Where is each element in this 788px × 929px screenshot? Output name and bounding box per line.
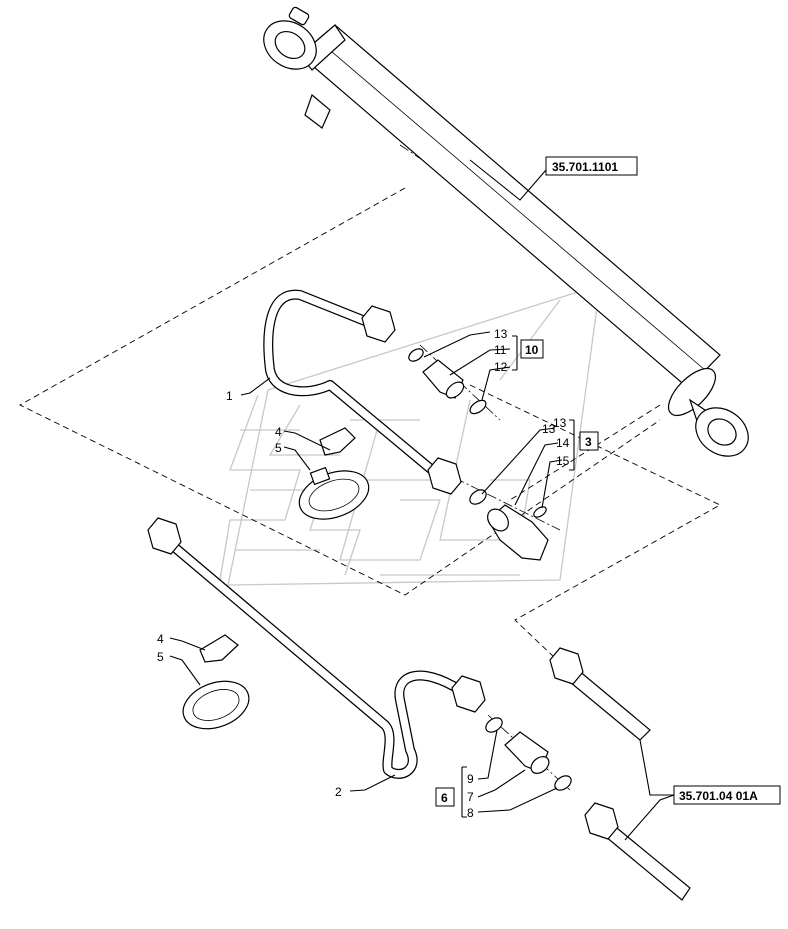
guide-lines [19, 144, 721, 791]
o-ring-13-upper [408, 348, 424, 362]
reference-cylinder: 35.701.1101 [552, 160, 618, 174]
reference-boxes: 35.701.1101 35.701.04 01A [545, 156, 781, 805]
callout-8: 8 [467, 806, 474, 820]
group-boxes: 10 3 6 [435, 339, 599, 807]
o-ring-15 [533, 506, 547, 518]
callout-13-upper: 13 [494, 327, 508, 341]
clamp-pad-4-upper [319, 427, 356, 456]
callout-14: 14 [556, 436, 570, 450]
callout-12: 12 [494, 360, 508, 374]
clamp-pad-4-lower [199, 634, 239, 663]
callout-5-upper: 5 [275, 441, 282, 455]
hose-1 [263, 289, 462, 495]
callout-7: 7 [467, 790, 474, 804]
hydraulic-cylinder [263, 6, 749, 457]
rod-nut-upper [549, 647, 584, 685]
callout-2: 2 [335, 785, 342, 799]
hose-1-nut-upper [361, 305, 396, 343]
o-ring-12 [469, 399, 487, 415]
pipe-2-nut-left [147, 517, 182, 555]
o-ring-9 [485, 717, 503, 733]
group-box-10: 10 [525, 343, 539, 357]
dashed-connector-1 [509, 404, 661, 501]
group-box-3: 3 [585, 435, 592, 449]
callout-4-upper: 4 [275, 425, 282, 439]
callout-5-lower: 5 [157, 650, 164, 664]
hose-1-nut-lower [427, 457, 462, 495]
reference-rod: 35.701.04 01A [679, 789, 758, 803]
pipe-2-nut-right [451, 675, 486, 713]
callout-4-lower: 4 [157, 632, 164, 646]
callout-13-lower: 13 [553, 416, 567, 430]
clamp-lower [182, 634, 250, 730]
pipe-2 [147, 517, 486, 779]
clamp-upper [298, 427, 370, 520]
rod-nut-lower [584, 802, 619, 840]
fitting-group-6 [485, 717, 572, 791]
centerline-port-lower [454, 477, 561, 531]
fitting-group-3 [469, 489, 549, 561]
hose-clamp-5-upper [298, 470, 370, 520]
callout-labels: 1 4 5 13 11 12 13 13 14 15 4 5 2 9 7 8 [157, 327, 570, 820]
group-box-6: 6 [441, 791, 448, 805]
callout-11: 11 [494, 343, 507, 357]
hose-clamp-5-lower [182, 680, 250, 730]
leader-lines [169, 159, 675, 841]
callout-1: 1 [226, 389, 233, 403]
callout-15: 15 [556, 454, 570, 468]
dashed-boundary-upper [19, 187, 661, 596]
o-ring-8 [554, 775, 572, 791]
fitting-group-10 [408, 348, 487, 415]
rod-assembly [549, 647, 691, 901]
callout-9: 9 [467, 772, 474, 786]
callout-13-elbow: 13 [542, 422, 556, 436]
